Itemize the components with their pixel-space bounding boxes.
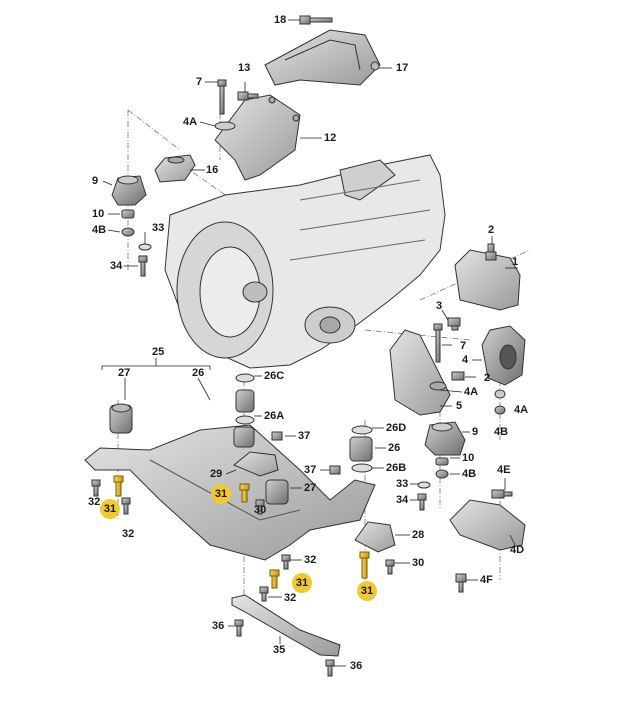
callout-10-left: 10: [92, 208, 105, 220]
callout-4f: 4F: [480, 574, 493, 586]
callout-26-left: 26: [192, 367, 205, 379]
nut-4b-right: [494, 405, 506, 415]
callout-16: 16: [206, 164, 219, 176]
callout-27-left: 27: [118, 367, 131, 379]
callout-31-mid: 31: [211, 484, 231, 504]
small-bolts: [91, 479, 395, 677]
callout-7-top: 7: [196, 76, 203, 88]
bolt-18: [299, 15, 333, 25]
washer-33-left: [138, 243, 152, 251]
callout-26c: 26C: [264, 370, 285, 382]
callout-27-mid: 27: [304, 482, 317, 494]
callout-1: 1: [512, 256, 519, 268]
callout-35: 35: [273, 644, 286, 656]
callout-37-mid: 37: [298, 430, 311, 442]
bracket-4d: [449, 499, 526, 551]
bolt-3: [447, 317, 461, 331]
bolt-4e: [491, 489, 513, 499]
callout-31-left: 31: [100, 499, 120, 519]
callout-12: 12: [324, 132, 337, 144]
callout-4e: 4E: [497, 464, 511, 476]
callout-7-right: 7: [460, 340, 467, 352]
nut-10-4b-left: [121, 209, 135, 237]
callout-36-left: 36: [212, 620, 225, 632]
callout-5: 5: [456, 400, 463, 412]
callout-3: 3: [436, 300, 443, 312]
callout-13: 13: [238, 62, 251, 74]
leader-lines: [101, 19, 518, 667]
callout-10-right: 10: [462, 452, 475, 464]
callout-4b-mid: 4B: [462, 468, 477, 480]
mount-9-left: [111, 175, 147, 206]
callout-37-right: 37: [304, 464, 317, 476]
callout-33-right: 33: [396, 478, 409, 490]
callout-31-low: 31: [292, 573, 312, 593]
callout-26-right: 26: [388, 442, 401, 454]
callout-9-left: 9: [92, 175, 99, 187]
bolt-34-right: [417, 493, 427, 511]
callout-17: 17: [396, 62, 409, 74]
bolt-7-top: [217, 79, 227, 115]
callout-34-right: 34: [396, 494, 409, 506]
callout-32-left-low: 32: [122, 528, 135, 540]
bracket-17: [264, 29, 381, 86]
mount-4: [481, 325, 526, 386]
gold-bolts-31: [113, 475, 370, 589]
washer-33-right: [417, 481, 431, 489]
callout-33-left: 33: [152, 222, 165, 234]
callout-26b: 26B: [386, 462, 407, 474]
bolt-4f: [455, 573, 467, 593]
callout-34-left: 34: [110, 260, 123, 272]
bracket-35: [231, 594, 341, 657]
callout-28: 28: [412, 529, 425, 541]
callout-2-top: 2: [488, 224, 495, 236]
bolt-13: [237, 91, 259, 101]
callout-29: 29: [210, 468, 223, 480]
callout-26a: 26A: [264, 410, 285, 422]
callout-4d: 4D: [510, 544, 525, 556]
bushing-26-right: [349, 425, 373, 473]
callout-4b-right: 4B: [494, 426, 509, 438]
bushing-26-left: [233, 373, 255, 448]
callout-32-low: 32: [284, 592, 297, 604]
callout-9-right: 9: [472, 426, 479, 438]
callout-4: 4: [462, 354, 469, 366]
nut-2-lower: [451, 371, 465, 381]
callout-26d: 26D: [386, 422, 407, 434]
callout-31-right: 31: [357, 581, 377, 601]
bolt-2-top: [485, 243, 497, 261]
bushing-27-left: [109, 403, 133, 434]
bracket-29: [233, 451, 279, 477]
bracket-28: [354, 521, 396, 553]
bracket-1: [454, 249, 521, 311]
callout-4a-mid: 4A: [464, 386, 479, 398]
gearbox-housing: [164, 154, 446, 369]
callout-4a-top: 4A: [183, 116, 198, 128]
mount-9-right: [424, 421, 466, 456]
mount-16: [154, 154, 196, 183]
nut-10-4b-right: [435, 457, 449, 479]
washer-4a-right: [494, 389, 506, 399]
callout-4a-right: 4A: [514, 404, 529, 416]
callout-32-left: 32: [88, 496, 101, 508]
callout-2-lower: 2: [484, 372, 491, 384]
callout-30-right: 30: [412, 557, 425, 569]
bolt-7-right: [433, 323, 443, 363]
callout-4b-left: 4B: [92, 224, 107, 236]
bracket-12: [214, 94, 301, 181]
bracket-5: [389, 329, 451, 416]
callout-18: 18: [274, 14, 287, 26]
bushing-27-mid: [265, 479, 289, 505]
callout-32-mid: 32: [304, 554, 317, 566]
washer-4a-top: [214, 121, 236, 131]
callout-30-mid: 30: [254, 504, 267, 516]
callout-36-right: 36: [350, 660, 363, 672]
bolt-34-left: [138, 255, 148, 277]
callout-25: 25: [152, 346, 165, 358]
